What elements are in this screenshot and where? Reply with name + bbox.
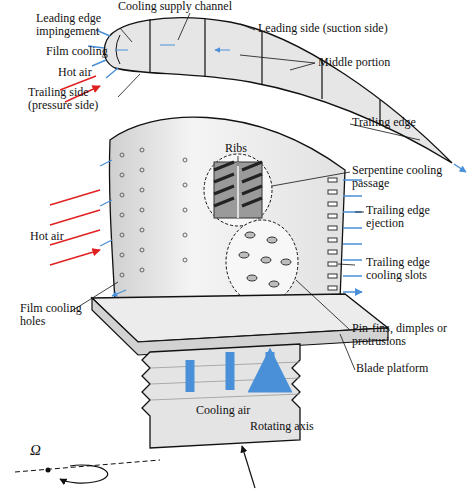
rotation-arrow [60, 465, 108, 483]
cooling-air-arrows [190, 352, 270, 392]
slot [328, 274, 337, 278]
part-label: Cooling supply channel [118, 0, 318, 13]
cooling-hole [183, 183, 187, 187]
cooling-hole [120, 233, 124, 237]
cooling-hole [120, 213, 124, 217]
pin-fins [239, 232, 291, 287]
slot [328, 178, 337, 182]
part-label: Blade platform [356, 362, 456, 375]
leader-line [355, 212, 364, 213]
serpentine-passage [214, 162, 262, 218]
leader-line [120, 28, 132, 42]
trailing-edge-slots [328, 178, 337, 290]
ejection-arrows [343, 180, 362, 292]
cooling-hole [183, 158, 187, 162]
cooling-hole [183, 258, 187, 262]
leader-line [240, 55, 315, 70]
part-label: Trailing edge ejection [366, 204, 456, 230]
cooling-hole [183, 208, 187, 212]
pin-fin [239, 252, 249, 258]
cooling-hole [120, 253, 124, 257]
slot [328, 226, 337, 230]
rotating-axis [15, 460, 160, 472]
slot [328, 190, 337, 194]
leader-line [238, 156, 239, 166]
part-label: Film cooling holes [20, 302, 92, 328]
cooling-hole [140, 148, 144, 152]
leader-line [118, 74, 140, 97]
part-label: Trailing edge [352, 116, 452, 129]
part-label: Leading edge impingement [36, 12, 120, 38]
cooling-hole [140, 248, 144, 252]
pin-fin [269, 281, 279, 287]
slot [328, 286, 337, 290]
leader-line [240, 24, 255, 30]
cooling-hole [120, 273, 124, 277]
part-label: Hot air [58, 66, 108, 79]
leader-line [296, 280, 350, 330]
part-label: Leading side (suction side) [258, 22, 428, 35]
platform-edge [92, 298, 388, 355]
leader-line [272, 172, 350, 186]
passage-divider [237, 162, 239, 218]
cooling-hole [140, 208, 144, 212]
ribs-inset [204, 154, 272, 226]
part-label: Pin-fins, dimples or protrusions [352, 322, 464, 348]
leader-lines [70, 13, 420, 370]
part-label: Rotating axis [250, 420, 350, 433]
pin-fin [245, 232, 255, 238]
part-label: Serpentine cooling passage [352, 164, 462, 190]
slot [328, 262, 337, 266]
cooling-hole [183, 233, 187, 237]
internal-flow-arrows [115, 45, 230, 50]
pin-fin [261, 257, 271, 263]
root-serrations [150, 362, 300, 400]
part-label: Ribs [225, 142, 265, 155]
film-cooling-arrows [100, 160, 126, 296]
cooling-hole [120, 173, 124, 177]
part-label: Middle portion [318, 56, 418, 69]
cooling-hole [140, 168, 144, 172]
pin-fin [267, 237, 277, 243]
cooling-hole [120, 193, 124, 197]
leader-line [178, 13, 190, 40]
part-label: Trailing side (pressure side) [28, 86, 120, 112]
leader-line [338, 264, 355, 265]
slot [328, 238, 337, 242]
slot [328, 202, 337, 206]
hot-air-arrows [50, 190, 100, 265]
part-label: Trailing edge cooling slots [366, 256, 458, 282]
slot [328, 250, 337, 254]
part-label: Film cooling [46, 45, 118, 58]
rotating-axis-pointer [242, 446, 255, 488]
pin-fins-inset [226, 220, 298, 304]
cooling-hole [140, 188, 144, 192]
film-cooling-holes [120, 148, 187, 277]
cooling-hole [120, 153, 124, 157]
part-label: Cooling air [196, 404, 276, 417]
pin-fin [281, 259, 291, 265]
axis-dot [46, 468, 51, 473]
part-label: Hot air [30, 230, 80, 243]
part-label: Ω [30, 444, 54, 457]
cooling-hole [140, 268, 144, 272]
pin-fin [247, 275, 257, 281]
cooling-hole [140, 228, 144, 232]
slot [328, 214, 337, 218]
